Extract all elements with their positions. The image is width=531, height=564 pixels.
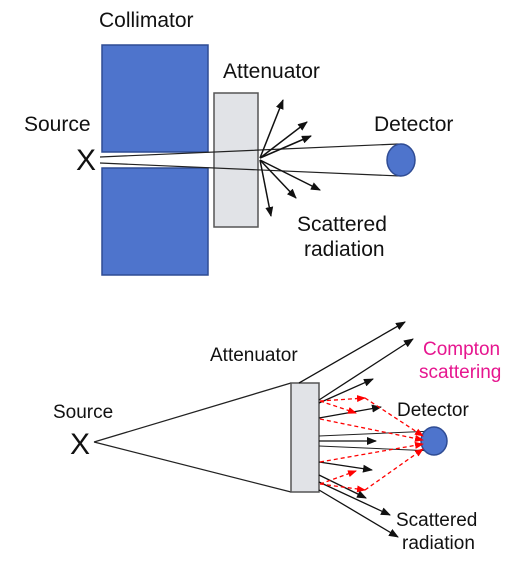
attenuator-slab (290, 382, 320, 493)
collimator-label: Collimator (99, 9, 194, 32)
beam-cone (93, 382, 292, 493)
compton-scattering-label-line1: Compton (423, 339, 500, 360)
detector-circle (386, 143, 416, 177)
compton-arrow (319, 441, 424, 463)
source-marker: X (76, 144, 96, 177)
scatter-arrow (259, 159, 297, 199)
scattered-radiation-label-line1: Scattered (396, 510, 477, 531)
top-diagram: Collimator Attenuator Source X Detector … (24, 9, 453, 276)
bottom-diagram: Attenuator Compton scattering Source X D… (53, 321, 501, 554)
compton-arrow (319, 470, 357, 485)
compton-arrow (319, 395, 366, 403)
source-label: Source (24, 113, 91, 136)
scatter-arrow (259, 159, 321, 191)
detector-label: Detector (397, 400, 469, 421)
scatter-arrow (259, 135, 312, 159)
detector-label: Detector (374, 113, 453, 136)
compton-arrow (319, 400, 357, 414)
scatter-arrows (298, 321, 414, 538)
compton-arrow (319, 483, 366, 493)
scatter-arrow (318, 489, 399, 538)
source-marker: X (70, 428, 90, 461)
scatter-arrow (318, 338, 414, 401)
scatter-arrow (318, 461, 373, 473)
scatter-arrow (318, 481, 391, 516)
scatter-arrow (259, 159, 274, 217)
compton-arrows (319, 395, 424, 493)
attenuator-slab (213, 92, 259, 228)
source-label: Source (53, 402, 113, 423)
scattered-radiation-label-line2: radiation (402, 533, 475, 554)
detector-circle (420, 426, 448, 456)
compton-arrow (364, 448, 424, 491)
compton-scattering-label-line2: scattering (419, 362, 501, 383)
attenuator-label: Attenuator (210, 345, 298, 366)
collimator-upper-block (101, 44, 209, 153)
attenuator-label: Attenuator (223, 60, 320, 83)
scatter-arrows (259, 99, 321, 217)
scatter-arrow (259, 99, 284, 159)
scatter-arrow (318, 404, 382, 419)
scatter-arrow (318, 378, 374, 404)
compton-arrow (319, 418, 424, 442)
scatter-arrow (298, 321, 406, 384)
scatter-arrow (259, 121, 308, 159)
scattered-radiation-label-line1: Scattered (297, 213, 387, 236)
compton-arrow (364, 397, 424, 437)
collimator-lower-block (101, 167, 209, 276)
scattered-radiation-label-line2: radiation (304, 238, 385, 261)
